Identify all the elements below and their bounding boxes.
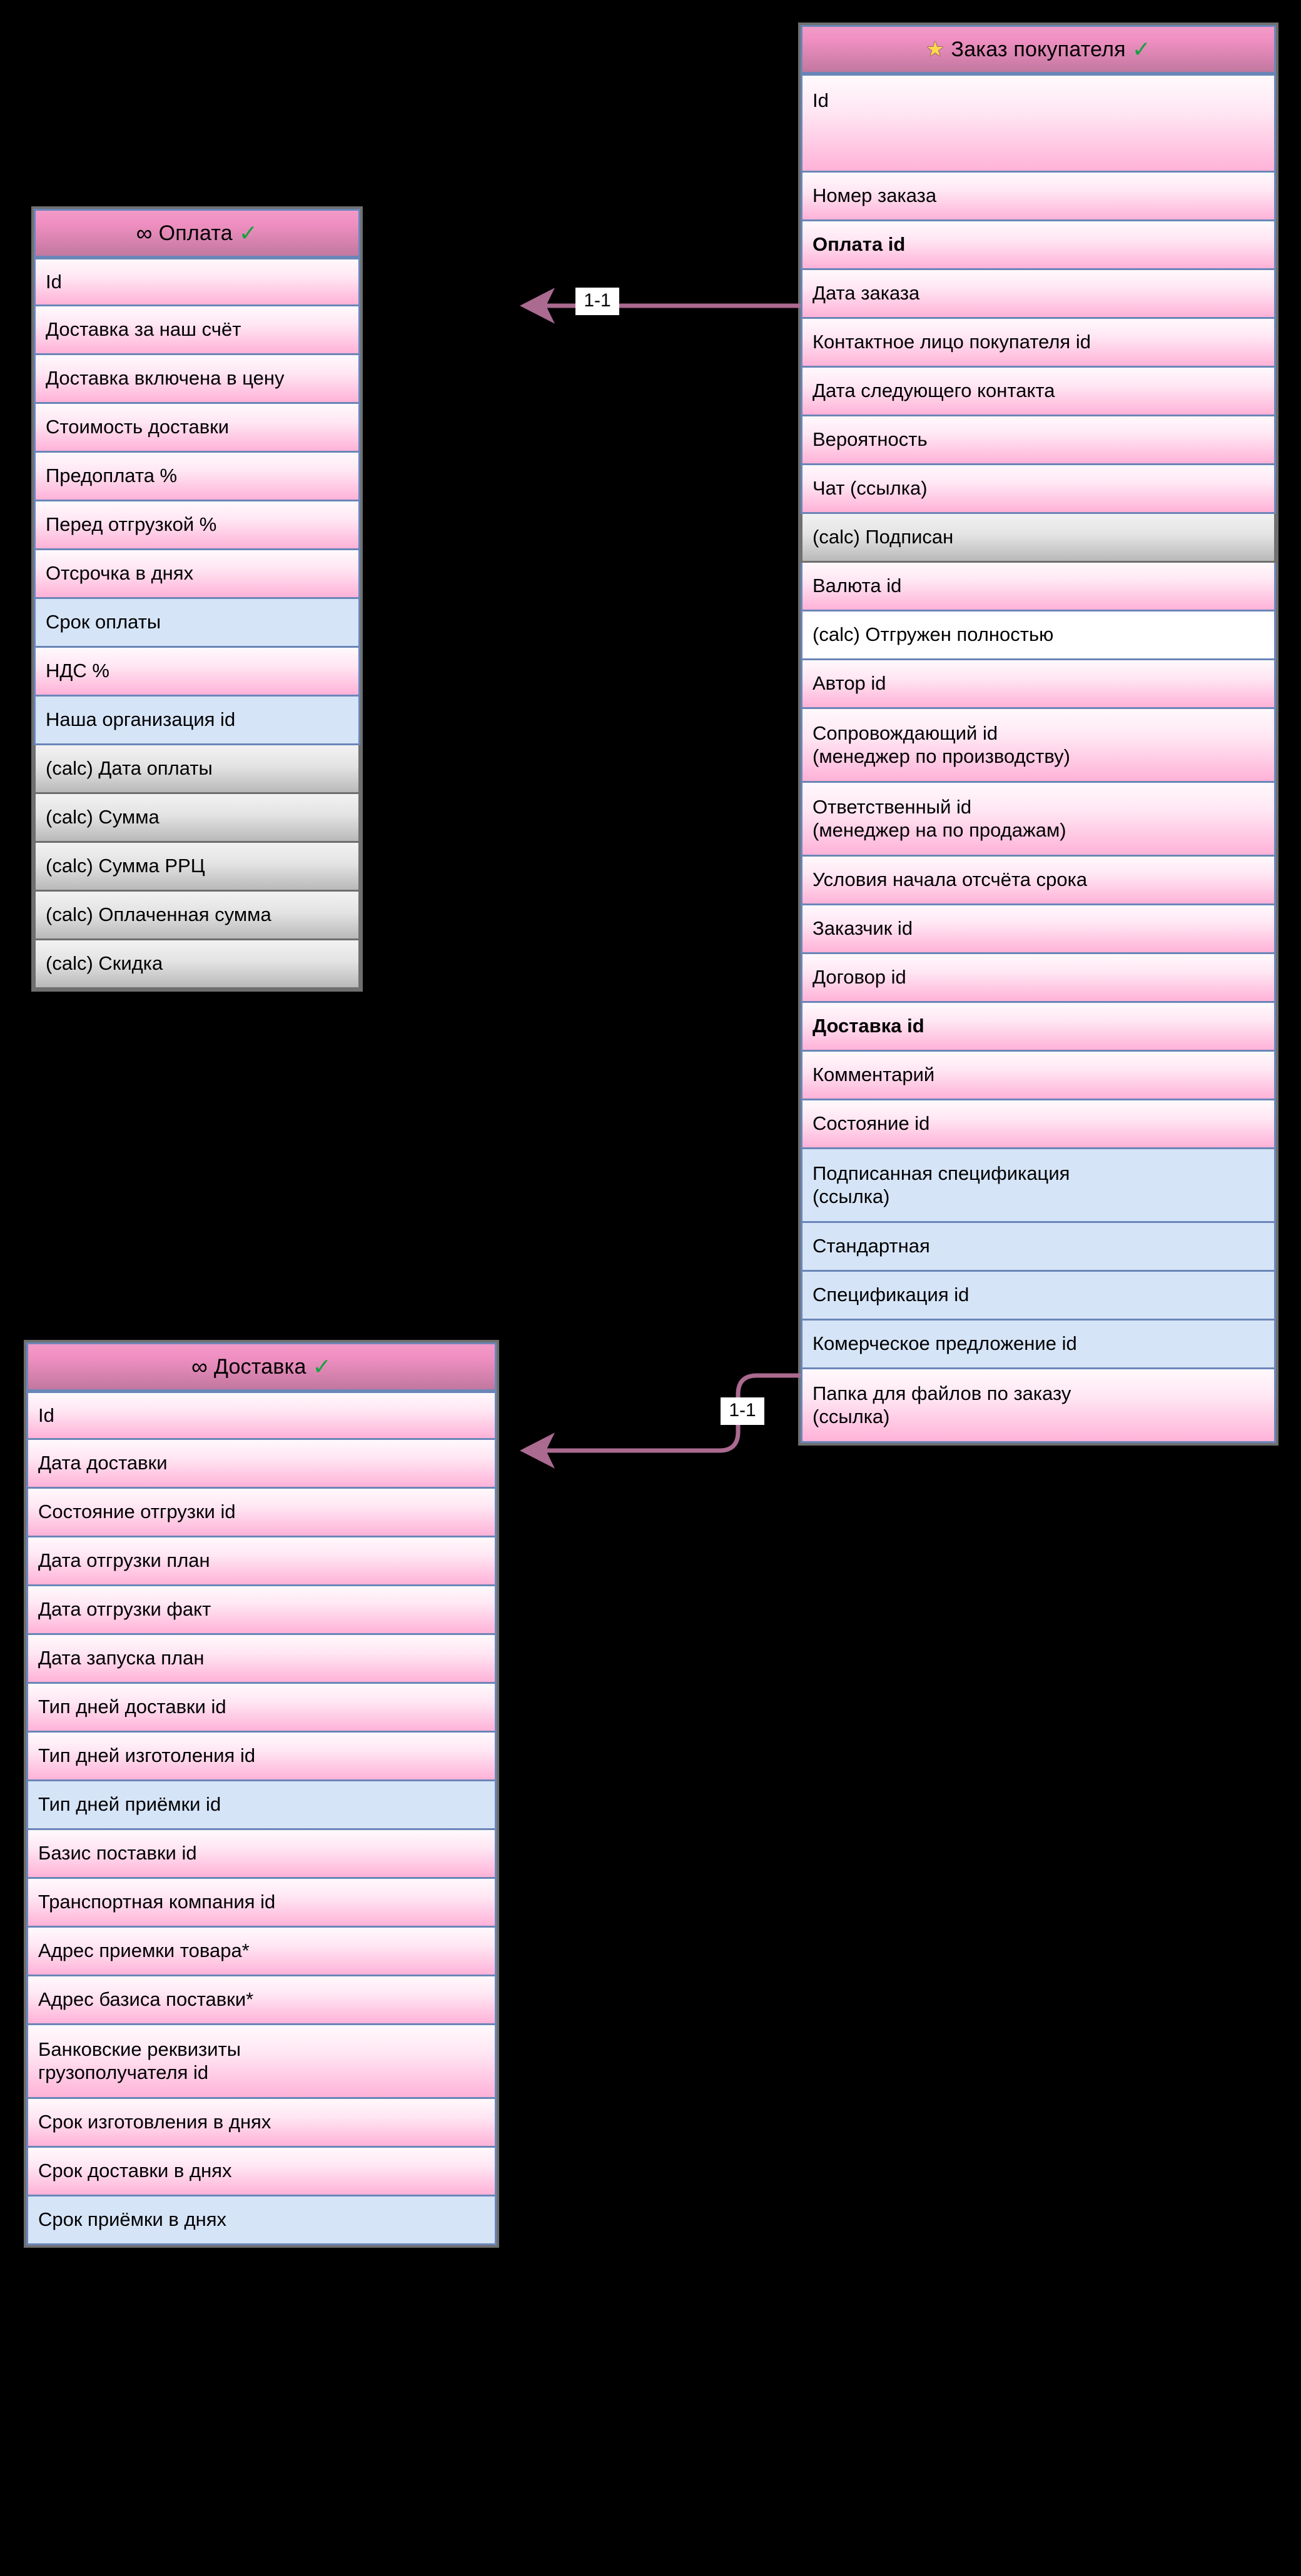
relation-label-payment: 1-1 xyxy=(575,288,619,315)
field-row[interactable]: Тип дней доставки id xyxy=(26,1684,497,1733)
entity-payment-fields: Id Доставка за наш счёт Доставка включен… xyxy=(34,258,360,989)
field-row[interactable]: Вероятность xyxy=(801,416,1276,465)
entity-order-header: ★ Заказ покупателя ✓ xyxy=(801,25,1276,74)
field-row-calc[interactable]: (calc) Сумма xyxy=(34,794,360,843)
field-row-pk[interactable]: Id xyxy=(34,258,360,306)
field-row[interactable]: Доставка включена в цену xyxy=(34,355,360,404)
field-row[interactable]: НДС % xyxy=(34,648,360,697)
check-icon: ✓ xyxy=(1131,36,1152,62)
entity-payment-title: Оплата xyxy=(158,221,233,245)
field-row[interactable]: Срок доставки в днях xyxy=(26,2148,497,2196)
entity-delivery[interactable]: ∞ Доставка ✓ Id Дата доставки Состояние … xyxy=(24,1340,499,2248)
field-row[interactable]: Id xyxy=(801,74,1276,173)
field-row-fk-delivery[interactable]: Доставка id xyxy=(801,1003,1276,1052)
check-icon: ✓ xyxy=(238,220,258,246)
entity-order-fields: Id Номер заказа Оплата id Дата заказа Ко… xyxy=(801,74,1276,1443)
field-row[interactable]: Состояние отгрузки id xyxy=(26,1489,497,1537)
field-row[interactable]: Сопровождающий id (менеджер по производс… xyxy=(801,709,1276,783)
entity-delivery-title: Доставка xyxy=(213,1354,306,1379)
field-row[interactable]: Стоимость доставки xyxy=(34,404,360,453)
field-row[interactable]: Состояние id xyxy=(801,1100,1276,1149)
check-icon: ✓ xyxy=(312,1354,332,1379)
field-row[interactable]: Перед отгрузкой % xyxy=(34,501,360,550)
field-row[interactable]: Автор id xyxy=(801,660,1276,709)
relation-label-delivery: 1-1 xyxy=(721,1397,764,1425)
field-row[interactable]: Номер заказа xyxy=(801,173,1276,221)
field-row[interactable]: Срок изготовления в днях xyxy=(26,2099,497,2148)
field-row-calc[interactable]: (calc) Дата оплаты xyxy=(34,745,360,794)
field-row[interactable]: Базис поставки id xyxy=(26,1830,497,1879)
field-row[interactable]: Комерческое предложение id xyxy=(801,1321,1276,1369)
entity-delivery-header: ∞ Доставка ✓ xyxy=(26,1342,497,1391)
field-row[interactable]: Ответственный id (менеджер на по продажа… xyxy=(801,783,1276,857)
field-row[interactable]: Дата запуска план xyxy=(26,1635,497,1684)
field-row[interactable]: Условия начала отсчёта срока xyxy=(801,857,1276,905)
field-row-pk[interactable]: Id xyxy=(26,1391,497,1440)
field-row[interactable]: Валюта id xyxy=(801,563,1276,611)
entity-order[interactable]: ★ Заказ покупателя ✓ Id Номер заказа Опл… xyxy=(798,23,1278,1446)
field-row[interactable]: Адрес приемки товара* xyxy=(26,1928,497,1976)
field-row[interactable]: Банковские реквизиты грузополучателя id xyxy=(26,2025,497,2099)
field-row[interactable]: Договор id xyxy=(801,954,1276,1003)
field-row-calc[interactable]: (calc) Скидка xyxy=(34,940,360,989)
field-row-calc[interactable]: (calc) Подписан xyxy=(801,514,1276,563)
field-row[interactable]: Адрес базиса поставки* xyxy=(26,1976,497,2025)
star-icon: ★ xyxy=(925,38,945,61)
field-row[interactable]: Транспортная компания id xyxy=(26,1879,497,1928)
field-row[interactable]: Спецификация id xyxy=(801,1272,1276,1321)
field-row[interactable]: Заказчик id xyxy=(801,905,1276,954)
entity-payment[interactable]: ∞ Оплата ✓ Id Доставка за наш счёт Доста… xyxy=(31,206,363,992)
field-row[interactable]: Доставка за наш счёт xyxy=(34,306,360,355)
field-row[interactable]: Комментарий xyxy=(801,1052,1276,1100)
entity-delivery-fields: Id Дата доставки Состояние отгрузки id Д… xyxy=(26,1391,497,2245)
field-row[interactable]: Дата следующего контакта xyxy=(801,368,1276,416)
field-row[interactable]: Подписанная спецификация (ссылка) xyxy=(801,1149,1276,1223)
field-row[interactable]: Папка для файлов по заказу (ссылка) xyxy=(801,1369,1276,1443)
field-row[interactable]: Дата отгрузки факт xyxy=(26,1586,497,1635)
field-row[interactable]: Дата доставки xyxy=(26,1440,497,1489)
field-row[interactable]: Чат (ссылка) xyxy=(801,465,1276,514)
field-row-fk-payment[interactable]: Оплата id xyxy=(801,221,1276,270)
field-row[interactable]: Предоплата % xyxy=(34,453,360,501)
field-row[interactable]: Дата заказа xyxy=(801,270,1276,319)
field-row[interactable]: Стандартная xyxy=(801,1223,1276,1272)
field-row-calc[interactable]: (calc) Отгружен полностью xyxy=(801,611,1276,660)
infinity-icon: ∞ xyxy=(191,1354,208,1379)
field-row-calc[interactable]: (calc) Оплаченная сумма xyxy=(34,892,360,940)
field-row[interactable]: Тип дней изготоления id xyxy=(26,1733,497,1781)
entity-payment-header: ∞ Оплата ✓ xyxy=(34,209,360,258)
field-row[interactable]: Срок приёмки в днях xyxy=(26,2196,497,2245)
infinity-icon: ∞ xyxy=(136,220,153,246)
field-row[interactable]: Срок оплаты xyxy=(34,599,360,648)
field-row-calc[interactable]: (calc) Сумма РРЦ xyxy=(34,843,360,892)
field-row[interactable]: Отсрочка в днях xyxy=(34,550,360,599)
field-row[interactable]: Контактное лицо покупателя id xyxy=(801,319,1276,368)
entity-order-title: Заказ покупателя xyxy=(951,37,1126,61)
field-row[interactable]: Наша организация id xyxy=(34,697,360,745)
field-row[interactable]: Дата отгрузки план xyxy=(26,1537,497,1586)
field-row[interactable]: Тип дней приёмки id xyxy=(26,1781,497,1830)
